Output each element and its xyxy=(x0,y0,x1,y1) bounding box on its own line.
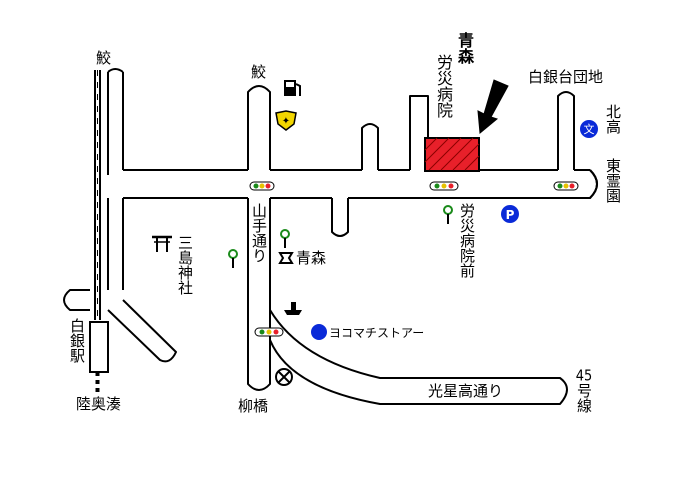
torii-icon xyxy=(152,235,172,252)
traffic-light-icon xyxy=(429,181,459,191)
label-mutsu-minato: 陸奥湊 xyxy=(76,395,122,413)
label-same-west: 鮫 xyxy=(94,50,112,65)
road-yamate xyxy=(247,198,271,391)
label-higashi-reien: 東霊園 xyxy=(604,158,622,203)
label-yamate-dori: 山手通り xyxy=(250,203,268,263)
label-same-mid: 鮫 xyxy=(251,63,267,81)
road-stub xyxy=(361,123,379,170)
traffic-light-icon xyxy=(254,327,284,337)
bus-stop-icon xyxy=(443,205,453,224)
label-route45: 45号線 xyxy=(575,368,593,413)
label-aomori: 青森 xyxy=(455,32,474,64)
traffic-light-icon xyxy=(249,181,275,191)
label-mishima-jinja: 三島神社 xyxy=(176,235,194,295)
arrow-icon xyxy=(477,79,509,134)
svg-text:文: 文 xyxy=(584,122,595,136)
road-stub-south xyxy=(331,198,349,237)
bank-icon xyxy=(278,252,294,264)
label-kita-ko: 北高 xyxy=(604,104,622,134)
road-hospital xyxy=(409,95,429,170)
road-west xyxy=(107,68,124,175)
road-station xyxy=(63,289,90,311)
road-danchi xyxy=(557,91,575,170)
parking-icon: P xyxy=(501,205,519,223)
bus-stop-icon xyxy=(280,229,290,248)
svg-text:P: P xyxy=(506,208,515,222)
school-icon: 文 xyxy=(580,120,598,138)
road-diagonal xyxy=(107,299,177,363)
bus-stop-icon xyxy=(228,249,238,268)
railway xyxy=(94,70,101,320)
svg-text:✦: ✦ xyxy=(282,116,290,127)
road-west-south xyxy=(107,198,124,290)
destination-hospital-marker xyxy=(424,137,480,172)
store-icon xyxy=(311,324,327,340)
label-yanagibashi: 柳橋 xyxy=(238,397,269,415)
post-office-icon xyxy=(284,302,302,315)
koban-icon xyxy=(275,368,293,386)
road-same xyxy=(247,85,271,170)
road-kosei xyxy=(269,309,568,405)
label-rosai-bus-stop: 労災病院前 xyxy=(458,203,476,278)
station-platform xyxy=(89,321,109,373)
label-rosai-hospital: 労災病院 xyxy=(434,54,453,118)
gas-pump-icon xyxy=(284,80,301,96)
label-yokomachi-store: ヨコマチストアー xyxy=(329,326,425,340)
label-shirogane-danchi: 白銀台団地 xyxy=(528,68,604,86)
traffic-light-icon xyxy=(553,181,579,191)
label-aomori-bank: 青森 xyxy=(296,249,327,267)
label-shirogane-station: 白銀駅 xyxy=(68,318,86,363)
police-badge-icon: ✦ xyxy=(275,110,297,131)
label-kosei-dori: 光星高通り xyxy=(428,382,504,400)
